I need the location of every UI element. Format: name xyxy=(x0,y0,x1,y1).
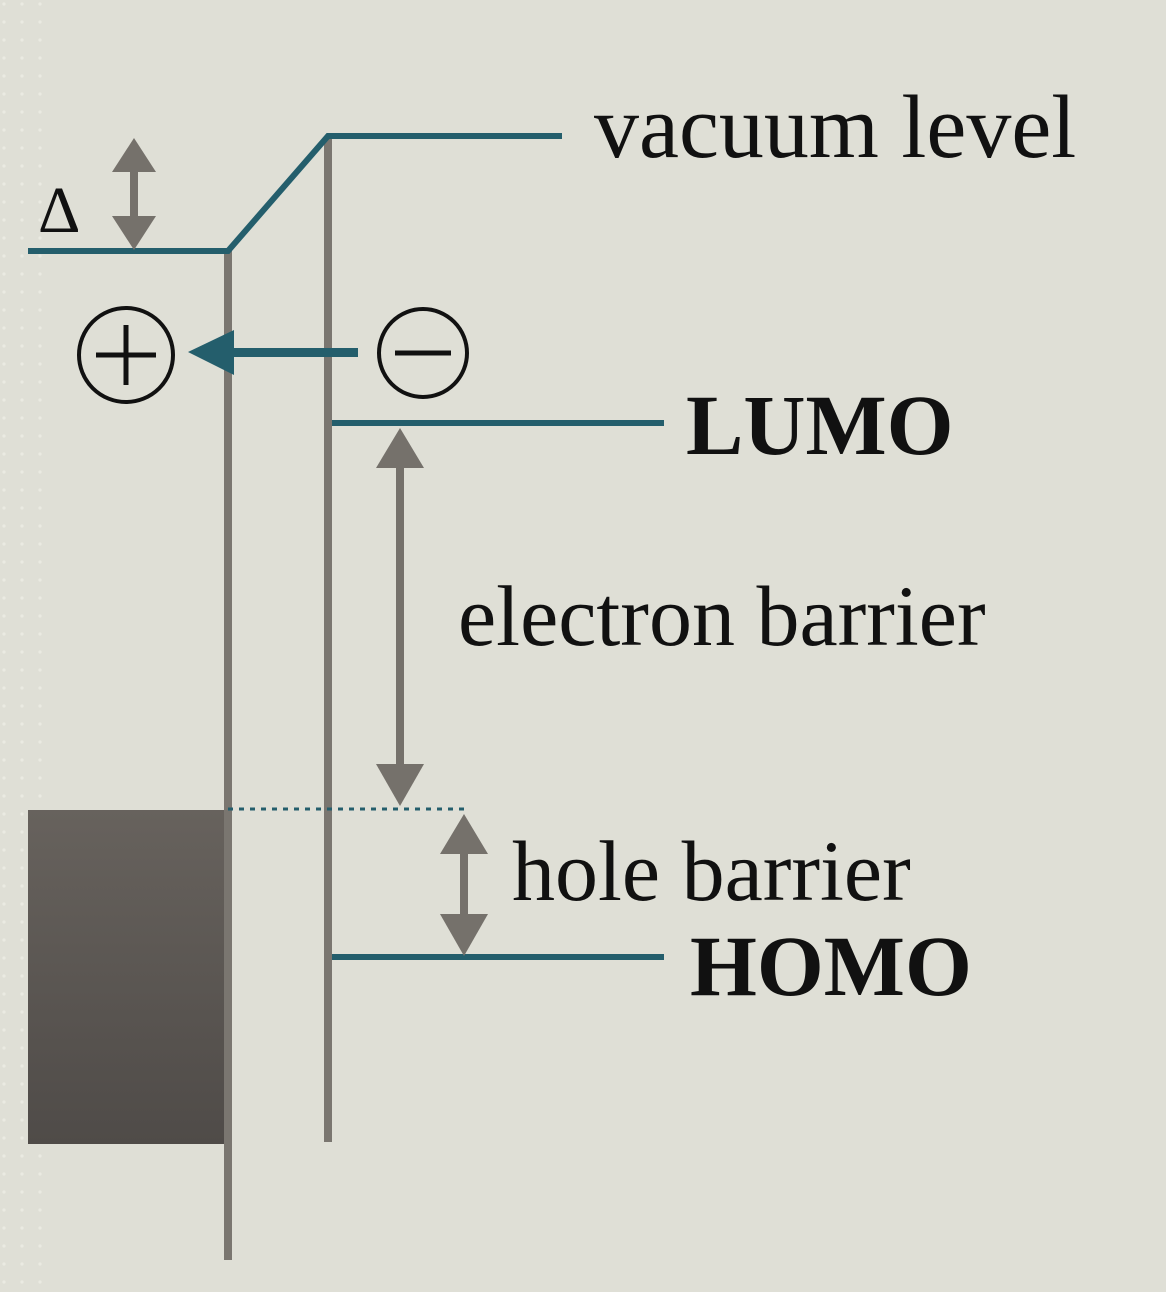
hole-barrier-label: hole barrier xyxy=(512,823,911,919)
homo-label: HOMO xyxy=(690,918,972,1014)
electron-barrier-label: electron barrier xyxy=(458,568,986,664)
delta-arrow xyxy=(112,138,156,250)
delta-label: Δ xyxy=(38,174,80,247)
charge-transfer-arrow xyxy=(188,330,358,375)
negative-charge-icon xyxy=(377,307,469,399)
vacuum-level-line xyxy=(28,133,562,254)
metal-block xyxy=(28,810,226,1144)
positive-charge-icon xyxy=(77,306,175,404)
hole-barrier-arrow xyxy=(440,814,488,956)
lumo-label: LUMO xyxy=(686,377,954,473)
vacuum-level-label: vacuum level xyxy=(594,78,1076,177)
electron-barrier-arrow xyxy=(376,428,424,806)
